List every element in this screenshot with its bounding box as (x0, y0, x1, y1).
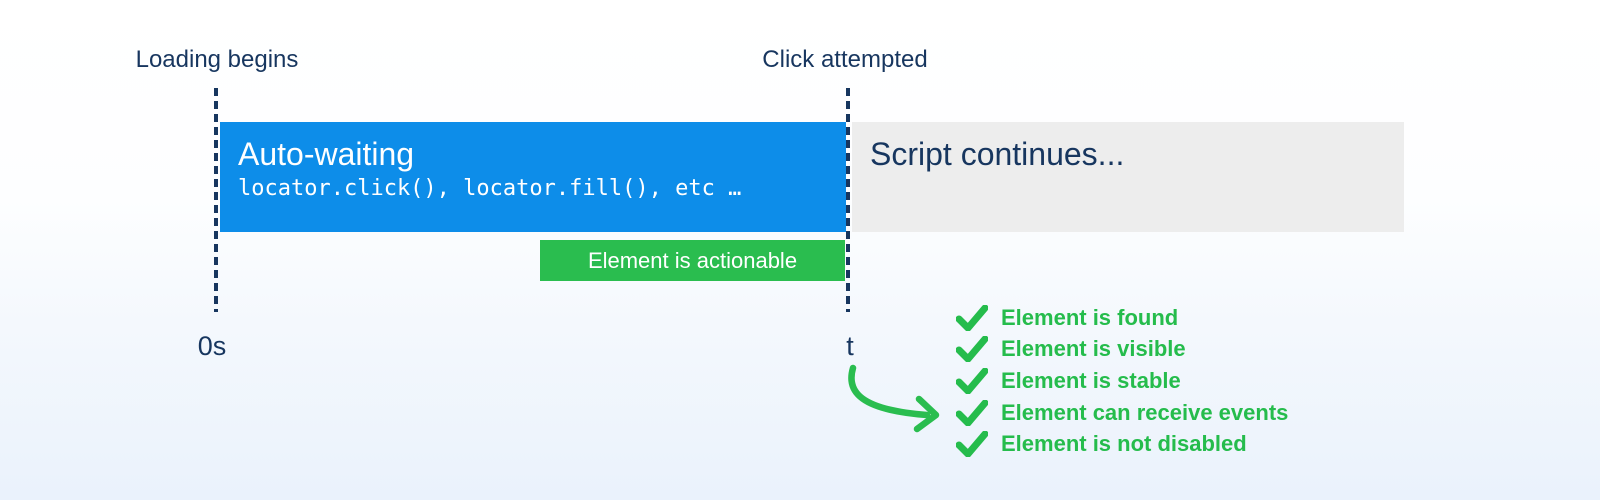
checklist-item: Element is stable (956, 365, 1288, 397)
auto-waiting-title: Auto-waiting (238, 136, 415, 172)
checklist-item: Element can receive events (956, 397, 1288, 429)
script-continues-bar: Script continues... (852, 122, 1404, 232)
checklist-item: Element is not disabled (956, 428, 1288, 460)
check-icon (956, 304, 988, 331)
checklist-item-label: Element is not disabled (1001, 431, 1247, 457)
timeline-marker-end (846, 88, 850, 312)
timeline-marker-start (214, 88, 218, 312)
check-icon (956, 431, 988, 458)
checklist-item: Element is visible (956, 334, 1288, 366)
check-icon (956, 336, 988, 363)
checklist-item-label: Element is visible (1001, 336, 1186, 362)
checklist-item-label: Element can receive events (1001, 399, 1289, 425)
check-icon (956, 399, 988, 426)
tick-t: t (846, 331, 854, 361)
auto-waiting-bar: Auto-waiting locator.click(), locator.fi… (220, 122, 846, 232)
curved-arrow-icon (835, 358, 955, 443)
element-actionable-label: Element is actionable (587, 247, 798, 273)
checklist-item: Element is found (956, 302, 1288, 334)
check-icon (956, 367, 988, 394)
auto-waiting-code: locator.click(), locator.fill(), etc … (238, 176, 742, 201)
actionability-checklist: Element is found Element is visible Elem… (956, 302, 1288, 460)
checklist-item-label: Element is stable (1001, 367, 1181, 393)
click-attempted-label: Click attempted (762, 46, 928, 73)
loading-begins-label: Loading begins (135, 46, 299, 73)
script-continues-title: Script continues... (870, 136, 1125, 172)
checklist-item-label: Element is found (1001, 304, 1179, 330)
tick-0s: 0s (197, 331, 227, 361)
element-actionable-badge: Element is actionable (540, 240, 845, 281)
